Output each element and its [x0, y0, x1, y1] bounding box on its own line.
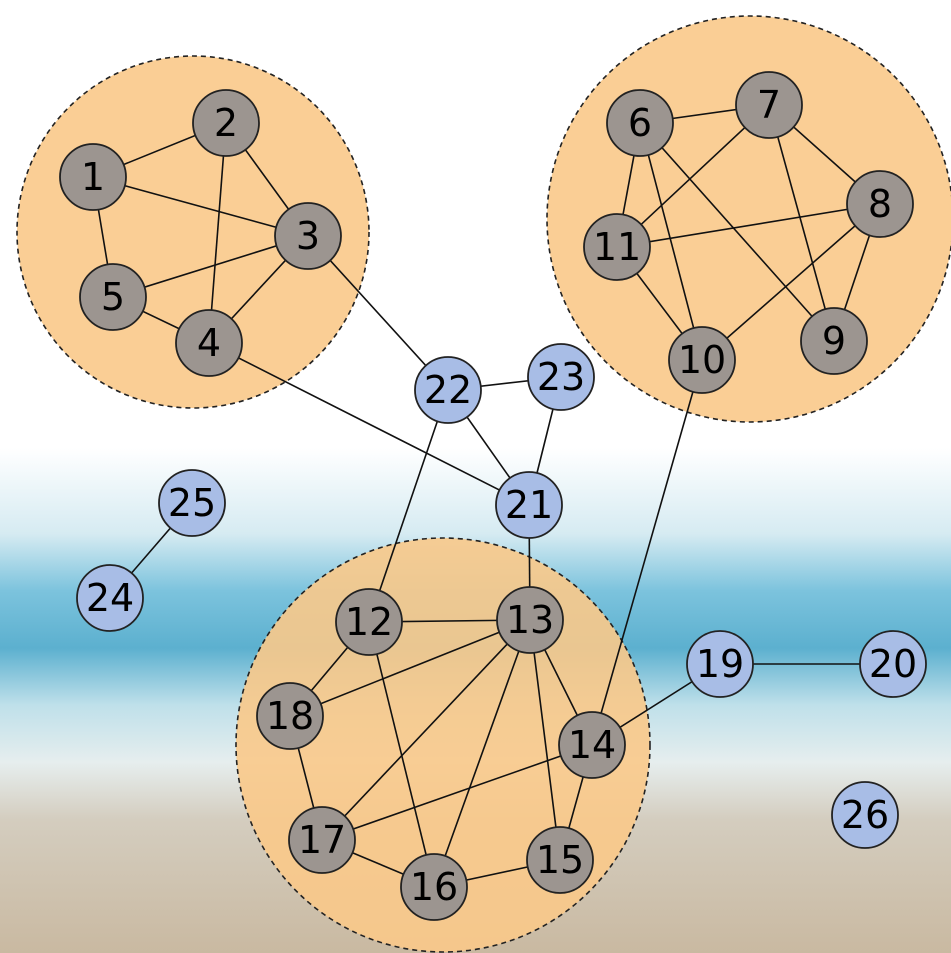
node-15: 15 [526, 826, 594, 894]
node-15-label: 15 [536, 838, 584, 882]
edge-4-21 [208, 342, 530, 506]
edge-2-4 [208, 122, 227, 344]
edge-6-9 [639, 122, 835, 342]
edge-13-18 [289, 619, 531, 717]
edge-17-14 [321, 744, 593, 841]
node-19-circle [686, 630, 754, 698]
node-16-circle [400, 853, 468, 921]
node-13-label: 13 [506, 598, 554, 642]
node-9-circle [800, 307, 868, 375]
node-7-circle [735, 71, 803, 139]
node-25-circle [158, 469, 226, 537]
node-4-circle [175, 309, 243, 377]
node-11-label: 11 [593, 225, 641, 269]
node-2-circle [192, 89, 260, 157]
node-12-label: 12 [345, 600, 393, 644]
node-6-label: 6 [628, 101, 652, 145]
node-14-label: 14 [568, 723, 616, 767]
node-19-label: 19 [696, 642, 744, 686]
node-6: 6 [606, 89, 674, 157]
node-15-circle [526, 826, 594, 894]
node-8-label: 8 [868, 182, 892, 226]
edge-7-9 [768, 104, 835, 342]
node-5-label: 5 [101, 275, 125, 319]
node-11: 11 [583, 213, 651, 281]
node-7-label: 7 [757, 83, 781, 127]
node-23-label: 23 [537, 355, 585, 399]
node-3: 3 [274, 202, 342, 270]
edge-8-11 [616, 203, 881, 248]
edge-22-12 [368, 389, 449, 623]
node-11-circle [583, 213, 651, 281]
node-21-label: 21 [505, 483, 553, 527]
node-12-circle [335, 588, 403, 656]
node-8-circle [846, 170, 914, 238]
node-5: 5 [79, 263, 147, 331]
node-6-circle [606, 89, 674, 157]
node-9-label: 9 [822, 319, 846, 363]
node-4: 4 [175, 309, 243, 377]
node-1: 1 [59, 143, 127, 211]
edge-6-10 [639, 122, 703, 361]
node-26-circle [831, 781, 899, 849]
node-3-circle [274, 202, 342, 270]
node-21: 21 [495, 471, 563, 539]
edge-12-16 [368, 621, 435, 888]
node-22-label: 22 [424, 368, 472, 412]
edge-1-3 [92, 176, 309, 237]
edge-13-15 [529, 619, 561, 861]
node-1-label: 1 [81, 155, 105, 199]
edge-7-11 [616, 104, 770, 248]
node-14-circle [558, 711, 626, 779]
node-17: 17 [288, 806, 356, 874]
node-22: 22 [414, 356, 482, 424]
node-2: 2 [192, 89, 260, 157]
node-16-label: 16 [410, 865, 458, 909]
node-20-label: 20 [869, 642, 917, 686]
node-20: 20 [859, 630, 927, 698]
node-21-circle [495, 471, 563, 539]
edge-8-10 [701, 203, 881, 361]
node-26: 26 [831, 781, 899, 849]
node-13: 13 [496, 586, 564, 654]
node-17-label: 17 [298, 818, 346, 862]
node-23: 23 [527, 343, 595, 411]
node-24-label: 24 [86, 576, 134, 620]
edge-13-17 [321, 619, 531, 841]
node-18: 18 [256, 682, 324, 750]
node-18-label: 18 [266, 694, 314, 738]
edge-3-5 [112, 235, 309, 298]
node-20-circle [859, 630, 927, 698]
node-8: 8 [846, 170, 914, 238]
node-13-circle [496, 586, 564, 654]
node-26-label: 26 [841, 793, 889, 837]
node-10-circle [668, 326, 736, 394]
node-23-circle [527, 343, 595, 411]
node-17-circle [288, 806, 356, 874]
node-22-circle [414, 356, 482, 424]
edge-10-14 [591, 359, 703, 746]
node-7: 7 [735, 71, 803, 139]
node-24-circle [76, 564, 144, 632]
node-2-label: 2 [214, 101, 238, 145]
node-4-label: 4 [197, 321, 221, 365]
node-18-circle [256, 682, 324, 750]
node-25-label: 25 [168, 481, 216, 525]
node-3-label: 3 [296, 214, 320, 258]
node-5-circle [79, 263, 147, 331]
edge-13-16 [433, 619, 531, 888]
node-25: 25 [158, 469, 226, 537]
node-9: 9 [800, 307, 868, 375]
node-10-label: 10 [678, 338, 726, 382]
node-10: 10 [668, 326, 736, 394]
node-19: 19 [686, 630, 754, 698]
node-24: 24 [76, 564, 144, 632]
node-14: 14 [558, 711, 626, 779]
node-12: 12 [335, 588, 403, 656]
node-1-circle [59, 143, 127, 211]
edge-3-22 [307, 235, 449, 391]
node-16: 16 [400, 853, 468, 921]
